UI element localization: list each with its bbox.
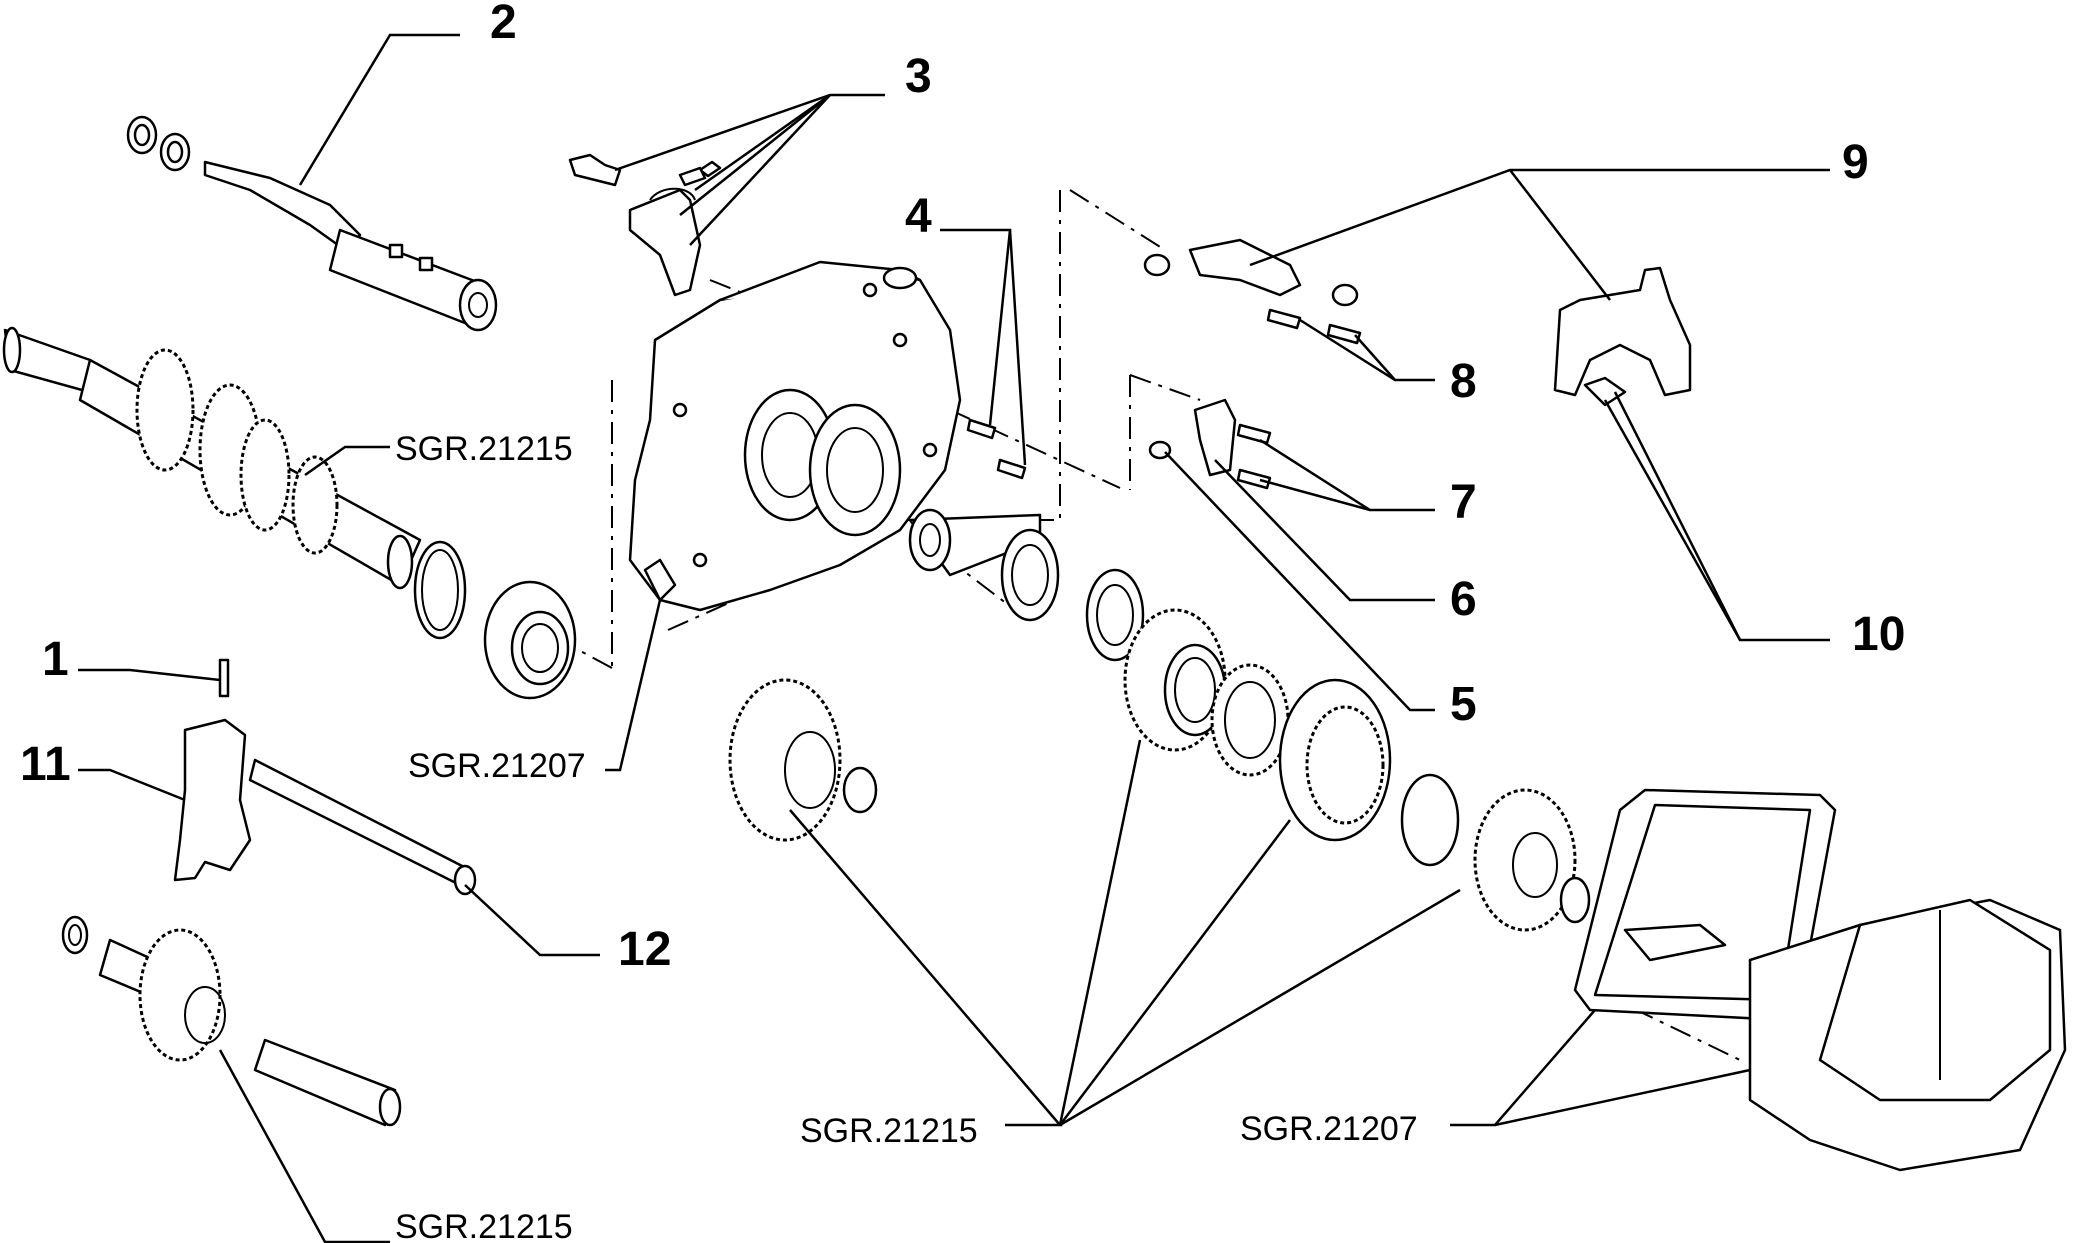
callout-3: 3 bbox=[905, 50, 932, 103]
shift-rod-assembly bbox=[126, 115, 498, 332]
callout-8: 8 bbox=[1450, 355, 1477, 408]
sleeve-and-needle-bearings bbox=[908, 508, 1145, 662]
callout-labels: 2 3 4 9 8 7 6 10 5 1 11 12 SGR.21215 SGR… bbox=[20, 0, 1905, 1243]
callout-5: 5 bbox=[1450, 678, 1477, 731]
ref-sgr-21215-idler: SGR.21215 bbox=[395, 1208, 573, 1243]
gearbox-housing bbox=[628, 260, 962, 612]
callout-11: 11 bbox=[20, 738, 71, 791]
callout-4: 4 bbox=[905, 190, 932, 243]
bearing-and-ring bbox=[413, 540, 577, 700]
part-4-bolts bbox=[966, 418, 1027, 480]
selector-lever bbox=[1553, 266, 1692, 407]
gear-train bbox=[1123, 608, 1591, 932]
callout-1: 1 bbox=[42, 633, 69, 686]
callout-6: 6 bbox=[1450, 573, 1477, 626]
ref-sgr-21207-case: SGR.21207 bbox=[408, 747, 586, 785]
callout-12: 12 bbox=[618, 923, 671, 976]
callout-2: 2 bbox=[490, 0, 517, 49]
shift-fork-lower bbox=[173, 658, 477, 896]
idler-gear bbox=[61, 915, 402, 1127]
main-shaft bbox=[2, 326, 422, 590]
ref-sgr-21207-cover: SGR.21207 bbox=[1240, 1110, 1418, 1148]
callout-9: 9 bbox=[1842, 136, 1869, 189]
ref-sgr-21215-shaft: SGR.21215 bbox=[395, 430, 573, 468]
ref-sgr-21215-gears: SGR.21215 bbox=[800, 1112, 978, 1150]
lower-selector-brackets bbox=[1148, 398, 1272, 490]
callout-10: 10 bbox=[1852, 608, 1905, 661]
callout-7: 7 bbox=[1450, 476, 1477, 529]
leader-lines bbox=[78, 33, 1830, 1243]
part-3-bracket bbox=[568, 153, 722, 297]
upper-selector-brackets bbox=[1143, 238, 1362, 345]
gearbox-cover bbox=[1573, 788, 2067, 1172]
counter-gear bbox=[728, 678, 878, 842]
